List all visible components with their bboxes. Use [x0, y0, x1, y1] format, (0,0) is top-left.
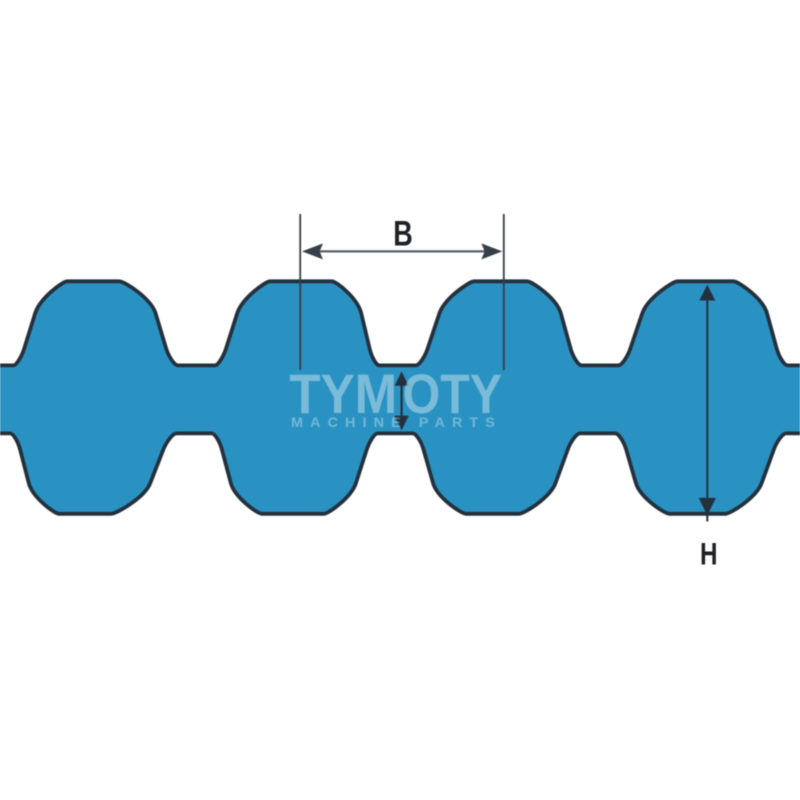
- svg-text:TYM: TYM: [289, 362, 397, 425]
- svg-text:H: H: [700, 536, 718, 572]
- svg-text:OTY: OTY: [403, 362, 503, 425]
- svg-text:B: B: [393, 213, 413, 253]
- svg-text:MACHINE PARTS: MACHINE PARTS: [291, 415, 502, 431]
